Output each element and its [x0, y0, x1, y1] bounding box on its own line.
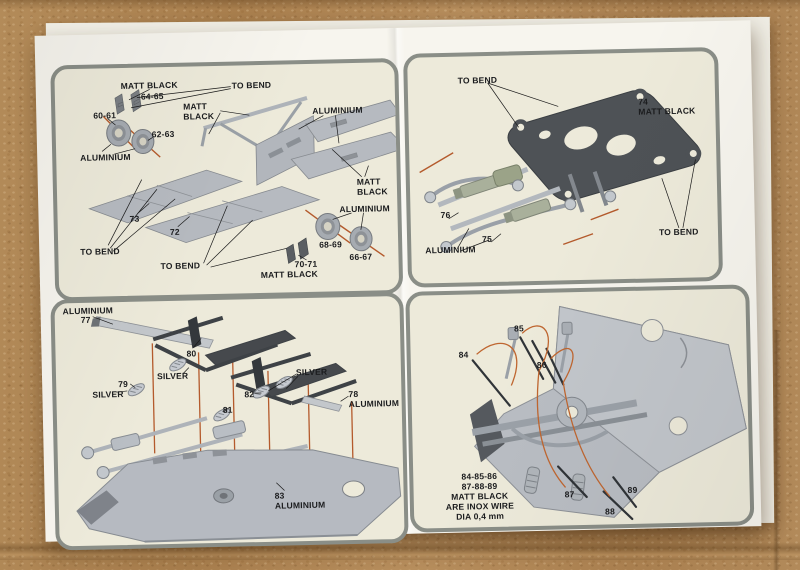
label-81: 81: [222, 404, 233, 415]
panel-bottom-left: ALUMINIUM 77 80 SILVER 79 SILVER 82 81 S…: [50, 291, 409, 551]
label-matt-black-right: MATT BLACK: [356, 176, 388, 197]
label-64-65: 64-65: [140, 91, 164, 102]
panel-top-left: MATT BLACK 64-65 TO BEND 60-61 MATT BLAC…: [50, 57, 404, 302]
label-82: 82: [244, 389, 255, 400]
label-to-bend-mid: TO BEND: [160, 260, 201, 272]
part-suspension-75-76: [424, 164, 617, 253]
label-80: 80: [186, 348, 197, 359]
part-rear-axle-assembly: [469, 321, 648, 501]
label-to-bend-top: TO BEND: [457, 74, 498, 86]
diagram-top-left: [88, 86, 400, 268]
leader-lines: [92, 316, 349, 491]
label-78-aluminium: 78 ALUMINIUM: [348, 388, 400, 410]
cardboard-groove-right: [773, 330, 780, 570]
panel-bottom-right: 85 84 86 84-85-86 87-88-89 MATT BLACK AR…: [405, 284, 755, 533]
part-body-plate: [473, 305, 747, 518]
label-to-bend-top: TO BEND: [231, 79, 272, 91]
diagram-top-right: [419, 82, 702, 253]
part-springs-silver: [127, 358, 293, 422]
label-84: 84: [458, 349, 469, 360]
label-70-71: 70-71: [294, 258, 318, 270]
accent-lines: [419, 152, 619, 246]
part-plate-72: [144, 186, 321, 244]
part-x-frame: [200, 96, 315, 186]
leader-lines: [448, 82, 696, 251]
diagram-bottom-right: [469, 305, 747, 521]
part-clips-70-71: [285, 237, 309, 264]
part-plate-83: [76, 449, 402, 543]
label-86: 86: [536, 359, 547, 370]
label-inox-note: 84-85-86 87-88-89 MATT BLACK ARE INOX WI…: [445, 470, 515, 522]
label-88: 88: [604, 506, 616, 517]
label-to-bend-left: TO BEND: [80, 246, 120, 257]
panel-top-right: TO BEND 74 MATT BLACK 76 75 ALUMINIUM TO…: [403, 46, 724, 288]
label-silver-mid: SILVER: [156, 370, 189, 382]
label-62-63: 62-63: [151, 128, 175, 140]
label-60-61: 60-61: [93, 110, 117, 121]
cardboard-groove-top: [0, 0, 800, 9]
label-silver-right: SILVER: [295, 366, 328, 378]
part-plate-73: [88, 169, 244, 224]
label-79: 79: [118, 378, 129, 390]
label-matt-black-mid: MATT BLACK: [183, 101, 215, 122]
label-aluminium-top-right: ALUMINIUM: [312, 104, 363, 116]
label-89: 89: [627, 484, 638, 496]
label-to-bend-bottom: TO BEND: [658, 226, 699, 238]
part-clips-64-65: [114, 89, 142, 115]
label-73: 73: [129, 213, 140, 224]
label-66-67: 66-67: [349, 251, 373, 263]
part-side-plates: [290, 99, 400, 180]
label-75: 75: [481, 233, 493, 245]
label-76: 76: [440, 209, 451, 221]
part-strip-78: [301, 395, 343, 412]
leader-lines: [101, 86, 369, 268]
label-aluminium-bottom-right: ALUMINIUM: [339, 203, 390, 215]
part-discs-66-69: [315, 213, 373, 252]
instruction-sheet: MATT BLACK 64-65 TO BEND 60-61 MATT BLAC…: [34, 20, 762, 551]
label-83-aluminium: 83 ALUMINIUM: [274, 490, 326, 511]
diagram-bottom-left: [76, 315, 402, 543]
part-discs-60-63: [106, 119, 155, 155]
label-aluminium-left: ALUMINIUM: [80, 151, 131, 163]
part-frame-80: [152, 315, 297, 373]
label-87: 87: [564, 489, 575, 500]
label-77: 77: [80, 314, 91, 325]
part-frame-74: [507, 88, 702, 203]
label-72: 72: [169, 226, 180, 237]
label-74-matt-black: 74 MATT BLACK: [638, 96, 696, 117]
label-matt-black-top: MATT BLACK: [120, 79, 178, 92]
label-85: 85: [513, 323, 525, 334]
label-68-69: 68-69: [319, 239, 343, 250]
label-silver-left: SILVER: [92, 389, 124, 400]
label-matt-black-bottom: MATT BLACK: [260, 268, 319, 280]
label-aluminium: ALUMINIUM: [425, 244, 476, 256]
accent-leaders: [476, 325, 611, 497]
